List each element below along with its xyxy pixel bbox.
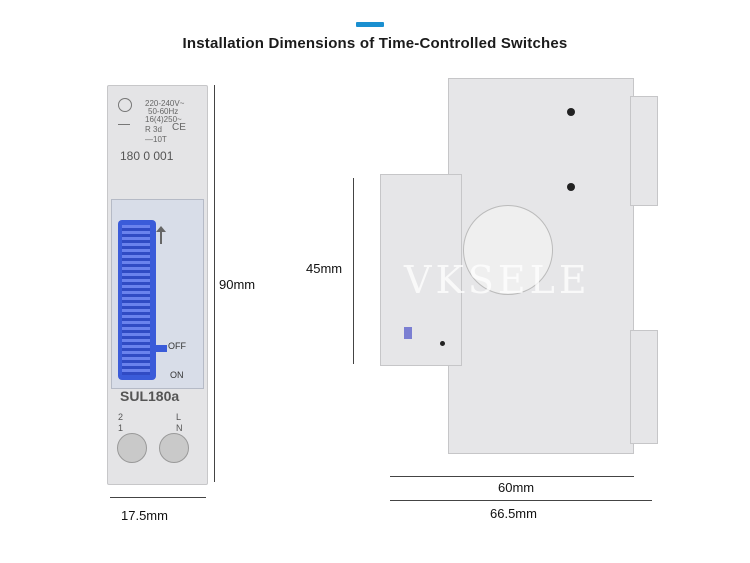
arrow-head-icon — [156, 226, 166, 232]
terminal-screw-left — [117, 433, 147, 463]
switch-symbol-icon — [118, 115, 130, 125]
terminal-label-left: 1 — [118, 423, 124, 433]
switch-on-label: ON — [170, 370, 184, 380]
side-height-dimension: 45mm — [306, 261, 343, 276]
terminal-screw-right — [159, 433, 189, 463]
inner-width-dimension: 60mm — [498, 480, 535, 495]
terminal-label-right: N — [176, 423, 183, 433]
ce-mark-icon: CE — [172, 122, 186, 133]
rating-line: 16(4)250~ — [145, 115, 182, 124]
side-rail-bottom — [630, 330, 658, 444]
indicator-dot-icon — [440, 341, 445, 346]
height-dimension: 90mm — [219, 277, 256, 292]
page-title: Installation Dimensions of Time-Controll… — [182, 35, 568, 52]
terminal-label-left: 2 — [118, 412, 124, 422]
model-label: SUL180a — [120, 388, 180, 404]
inner-width-dimension-line — [390, 476, 634, 477]
device-code: 180 0 001 — [120, 149, 174, 163]
accent-bar — [356, 22, 384, 27]
total-width-dimension: 66.5mm — [490, 506, 537, 521]
rating-line: 220-240V~ — [145, 99, 185, 108]
side-height-dimension-line — [353, 178, 354, 364]
mode-switch[interactable] — [154, 345, 167, 352]
side-rail-top — [630, 96, 658, 206]
adjustment-dial[interactable] — [463, 205, 553, 295]
width-dimension-line — [110, 497, 206, 498]
blue-tab — [404, 327, 412, 339]
rating-line: —10T — [145, 135, 167, 144]
height-dimension-line — [214, 85, 215, 482]
side-front-cover — [380, 174, 462, 366]
width-dimension: 17.5mm — [121, 508, 168, 523]
clock-symbol-icon — [118, 98, 132, 112]
terminal-label-right: L — [176, 412, 182, 422]
switch-off-label: OFF — [168, 341, 186, 351]
rating-line: R 3d — [145, 125, 162, 134]
watermark: VKSELE — [404, 258, 591, 302]
mounting-hole-icon — [567, 183, 575, 191]
dial-pins — [122, 225, 150, 375]
total-width-dimension-line — [390, 500, 652, 501]
mounting-hole-icon — [567, 108, 575, 116]
rating-line: 50-60Hz — [148, 107, 179, 116]
arrow-up-icon — [160, 228, 162, 244]
